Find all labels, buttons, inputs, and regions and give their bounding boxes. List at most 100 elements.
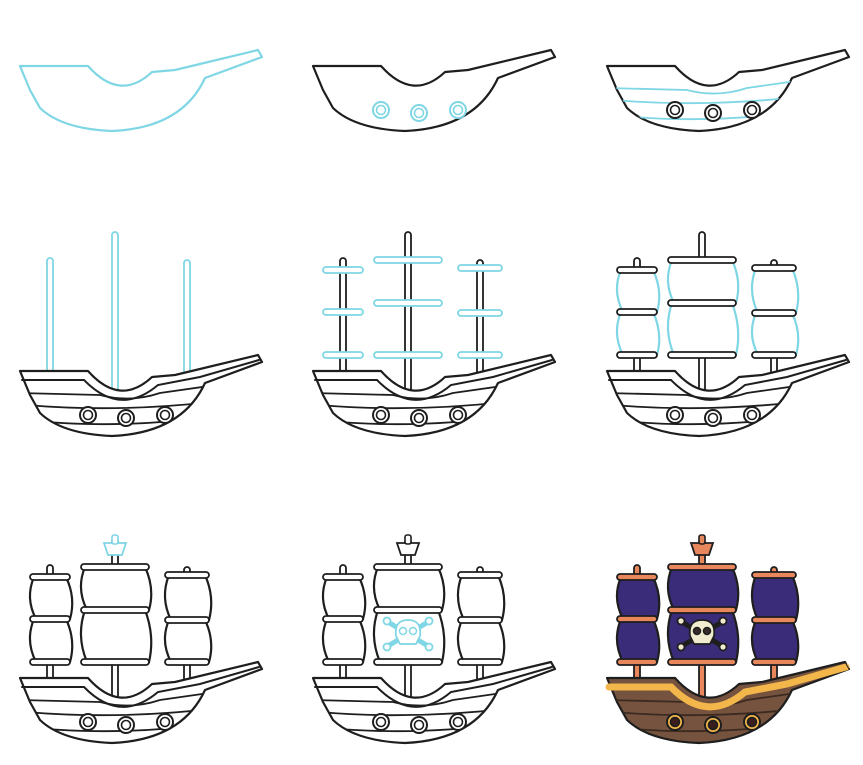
deck-rail (314, 666, 553, 708)
yard-2-3 (373, 658, 443, 666)
yard-2-1 (373, 256, 443, 264)
porthole-inner-3 (746, 716, 758, 728)
skull (394, 619, 422, 645)
hull (311, 48, 557, 133)
yard-2-1 (80, 563, 150, 571)
yard-3-3 (457, 658, 503, 666)
skull (688, 619, 716, 645)
porthole-inner-1 (375, 716, 387, 728)
mast-tip (111, 534, 119, 545)
porthole-inner-1 (669, 104, 681, 116)
step-panel-5 (311, 231, 557, 438)
mast-1 (46, 257, 54, 384)
sail-2-1 (666, 258, 740, 305)
bone-end-4 (424, 642, 434, 652)
yard-1-2 (322, 615, 364, 623)
yard-3-2 (751, 616, 797, 624)
yard-2-3 (80, 658, 150, 666)
yard-3-2 (164, 616, 210, 624)
yard-3-3 (164, 658, 210, 666)
sail-1-1 (28, 575, 74, 621)
porthole-inner-1 (669, 716, 681, 728)
porthole-inner-3 (159, 716, 171, 728)
yard-1-3 (322, 351, 364, 359)
yard-1-2 (616, 615, 658, 623)
yard-1-3 (616, 351, 658, 359)
step-panel-2 (311, 48, 557, 133)
step-panel-4 (18, 231, 264, 438)
porthole-inner-1 (82, 409, 94, 421)
skull-crossbones (676, 616, 728, 652)
step-panel-7 (18, 534, 264, 745)
yard-2-2 (373, 606, 443, 614)
sail-2-1 (372, 565, 446, 612)
sail-2-1 (79, 565, 153, 612)
yard-1-3 (616, 658, 658, 666)
step-panel-3 (605, 48, 851, 133)
porthole-inner-2 (413, 412, 425, 424)
sail-1-1 (321, 575, 367, 621)
sail-1-2 (615, 617, 661, 664)
yard-3-3 (457, 351, 503, 359)
porthole-inner-1 (375, 409, 387, 421)
sail-3-2 (456, 618, 506, 664)
sail-3-1 (456, 573, 506, 622)
bone-end-1 (676, 616, 686, 626)
yard-2-3 (667, 351, 737, 359)
bone-end-3 (382, 642, 392, 652)
deck-rail (21, 666, 260, 708)
sail-1-2 (28, 617, 74, 664)
deck-rail (314, 359, 553, 401)
bone-end-2 (718, 616, 728, 626)
yard-1-1 (616, 266, 658, 274)
porthole-inner-2 (707, 107, 719, 119)
sail-2-2 (666, 301, 740, 357)
bone-end-1 (382, 616, 392, 626)
hull (18, 48, 264, 133)
yard-1-1 (616, 573, 658, 581)
deck-rail (605, 663, 850, 711)
sail-3-1 (750, 266, 800, 315)
mast-3 (476, 259, 484, 380)
porthole-inner-1 (375, 104, 387, 116)
porthole-inner-2 (120, 412, 132, 424)
skull-eye-left (692, 626, 702, 636)
yard-2-2 (667, 299, 737, 307)
sail-1-1 (615, 575, 661, 621)
yard-1-2 (322, 308, 364, 316)
sail-1-1 (615, 268, 661, 314)
sail-3-1 (163, 573, 213, 622)
porthole-inner-2 (707, 719, 719, 731)
yard-3-2 (457, 616, 503, 624)
mast-1 (339, 257, 347, 384)
porthole-inner-2 (120, 719, 132, 731)
porthole-inner-3 (452, 104, 464, 116)
sail-3-2 (750, 311, 800, 357)
yard-1-1 (29, 573, 71, 581)
yard-2-1 (373, 563, 443, 571)
sail-2-1 (666, 565, 740, 612)
sail-3-1 (750, 573, 800, 622)
porthole-inner-3 (452, 716, 464, 728)
porthole-inner-1 (82, 716, 94, 728)
yard-2-1 (667, 256, 737, 264)
mast-tip (698, 534, 706, 545)
yard-3-1 (164, 571, 210, 579)
yard-1-3 (322, 658, 364, 666)
bowsprit-tip (844, 661, 850, 670)
yard-2-2 (373, 299, 443, 307)
sail-1-2 (321, 617, 367, 664)
porthole-inner-3 (746, 409, 758, 421)
yard-1-2 (616, 308, 658, 316)
yard-2-1 (667, 563, 737, 571)
mast-3 (183, 259, 191, 380)
skull-eye-right (702, 626, 712, 636)
step-panel-9 (605, 534, 851, 745)
yard-2-2 (80, 606, 150, 614)
yard-3-3 (751, 351, 797, 359)
skull-crossbones (382, 616, 434, 652)
mast-2 (111, 231, 119, 404)
bone-end-3 (676, 642, 686, 652)
yard-3-2 (751, 309, 797, 317)
